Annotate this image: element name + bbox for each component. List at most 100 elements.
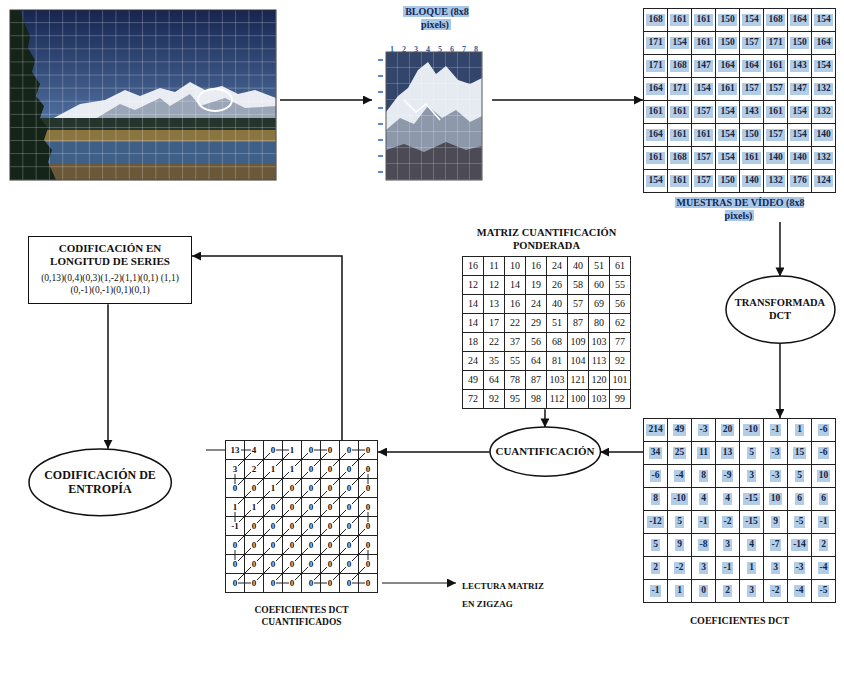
table-cell: 171 [644, 32, 668, 55]
cell-value: 157 [694, 152, 712, 164]
table-cell: 60 [589, 276, 610, 295]
table-cell: 4 [740, 534, 764, 557]
cell-value: 0 [365, 522, 372, 531]
block-grid [386, 52, 482, 180]
cell-value: 0 [251, 484, 258, 493]
cell-value: 157 [742, 37, 760, 49]
cell-value: 2 [723, 585, 732, 597]
caption-row: COEFICIENTES DCT [645, 615, 835, 628]
cell-value: 37 [510, 337, 520, 347]
cell-value: 0 [327, 465, 334, 474]
cell-value: 0 [270, 446, 277, 455]
cell-value: 24 [531, 299, 541, 309]
table-cell: 161 [764, 101, 788, 124]
table-cell: 1 [668, 580, 692, 603]
table-cell: 161 [692, 124, 716, 147]
cell-value: 171 [670, 83, 688, 95]
table-cell: 103 [589, 333, 610, 352]
table-cell: 1 [283, 460, 302, 479]
table-cell: 22 [505, 314, 526, 333]
table-cell: 0 [264, 574, 283, 593]
cell-value: 1 [232, 503, 239, 512]
ruler-number: 2 [402, 45, 406, 54]
table-cell: 3 [692, 557, 716, 580]
table-cell: 1 [740, 557, 764, 580]
table-cell: 8 [644, 488, 668, 511]
table-cell: 2 [644, 557, 668, 580]
cell-value: 56 [615, 299, 625, 309]
table-cell: 101 [610, 371, 631, 390]
cell-value: 132 [814, 152, 832, 164]
cell-value: 49 [468, 375, 478, 385]
table-cell: 49 [463, 371, 484, 390]
table-cell: 4 [716, 488, 740, 511]
table-cell: 18 [463, 333, 484, 352]
cell-value: 0 [232, 579, 239, 588]
table-caption: MUESTRAS DE VÍDEO (8x8 pixels) [675, 197, 805, 221]
cell-value: 0 [308, 560, 315, 569]
cell-value: 0 [699, 585, 708, 597]
cell-value: 13 [721, 447, 735, 459]
table-cell: 1 [788, 419, 812, 442]
cell-value: 161 [694, 129, 712, 141]
table-cell: -2 [764, 580, 788, 603]
table-caption: COEFICIENTES DCT CUANTIFICADOS [254, 605, 348, 627]
cell-value: 0 [346, 522, 353, 531]
cell-value: 92 [489, 394, 499, 404]
table-cell: 0 [359, 441, 378, 460]
table-cell: 5 [788, 465, 812, 488]
cell-value: 0 [251, 541, 258, 550]
ellipse-text: TRANSFORMADA DCT [733, 297, 827, 322]
table-cell: 14 [505, 276, 526, 295]
flow-arrow [544, 409, 546, 427]
cell-value: 161 [694, 14, 712, 26]
table-cell: 3 [740, 465, 764, 488]
table-cell: 109 [568, 333, 589, 352]
cell-value: 150 [790, 37, 808, 49]
table-cell: 0 [340, 517, 359, 536]
cell-value: 69 [594, 299, 604, 309]
cell-value: 161 [670, 14, 688, 26]
table-cell: 121 [568, 371, 589, 390]
cell-value: -14 [791, 539, 808, 551]
cell-value: 2 [819, 539, 828, 551]
cell-value: -1 [698, 516, 710, 528]
ruler-number: 4 [426, 45, 430, 54]
table-cell: 9 [764, 511, 788, 534]
cell-value: 154 [814, 14, 832, 26]
cell-value: 1 [251, 503, 258, 512]
cell-value: 150 [718, 14, 736, 26]
cell-value: 161 [646, 106, 664, 118]
flow-arrow [378, 451, 490, 453]
cell-value: 5 [747, 447, 756, 459]
label-holder: 3 [410, 38, 422, 56]
table-cell: 157 [764, 78, 788, 101]
label-holder: 8 [470, 38, 482, 56]
table-cell: 161 [716, 78, 740, 101]
table-cell: 171 [668, 78, 692, 101]
cell-value: 0 [308, 465, 315, 474]
cell-value: 0 [327, 541, 334, 550]
cell-value: 0 [251, 560, 258, 569]
table-cell: 62 [610, 314, 631, 333]
data-table: MATRIZ CUANTIFICACIÓN PONDERADA161110162… [462, 226, 631, 409]
cell-value: -3 [770, 447, 782, 459]
table-cell: 0 [283, 498, 302, 517]
table-cell: 120 [589, 371, 610, 390]
ellipse-shape [726, 276, 835, 343]
label-holder: 6 [446, 38, 458, 56]
cell-value: 16 [531, 261, 541, 271]
cell-value: 15 [793, 447, 807, 459]
table-cell: 157 [740, 78, 764, 101]
table-cell: -3 [764, 442, 788, 465]
table-cell: 147 [788, 78, 812, 101]
table-cell: 0 [359, 460, 378, 479]
cell-value: 4 [699, 493, 708, 505]
cell-value: 1 [289, 446, 296, 455]
table-cell: 0 [321, 555, 340, 574]
table-cell: 143 [788, 55, 812, 78]
table-cell: 26 [547, 276, 568, 295]
table-cell: -15 [740, 511, 764, 534]
table-cell: 24 [526, 295, 547, 314]
cell-value: -7 [770, 539, 782, 551]
